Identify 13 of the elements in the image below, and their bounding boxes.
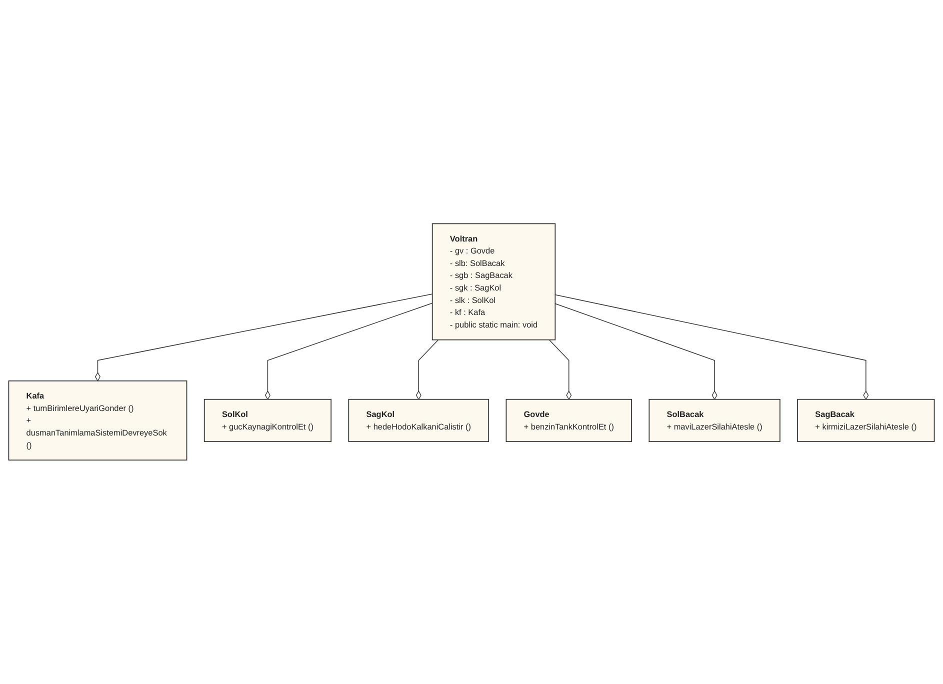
connector (554, 294, 869, 400)
node-box: Kafa + tumBirimlereUyariGonder () + dusmanTanimlamaSistemiDevreyeSok () (8, 380, 188, 461)
node-box: SolBacak + maviLazerSilahiAtesle () (648, 399, 780, 442)
connector (265, 302, 433, 400)
connector (95, 294, 433, 382)
connector (554, 303, 718, 400)
node-box: Voltran - gv : Govde - slb: SolBacak - sgb : SagBacak - sgk : SagKol - slk : SolKol - kf : Kafa - public static main: void (432, 223, 556, 340)
node-box: Govde + benzinTankKontrolEt () (506, 399, 632, 442)
connector (548, 340, 572, 400)
connector (416, 340, 439, 400)
node-box: SolKol + gucKaynagiKontrolEt () (204, 399, 332, 442)
node-box: SagKol + hedeHodoKalkaniCalistir () (348, 399, 490, 442)
node-box: SagBacak + kirmiziLazerSilahiAtesle () (797, 399, 935, 442)
